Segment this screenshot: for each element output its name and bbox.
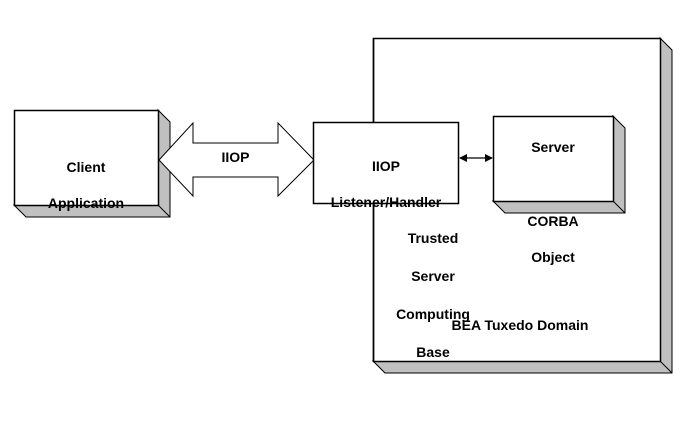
client-box[interactable]	[12, 108, 171, 218]
server-label-line2: Object	[531, 249, 575, 265]
client-label-line2: Application	[47, 195, 125, 211]
trusted-base-line4: Base	[416, 344, 450, 360]
arrowhead-right-icon	[485, 154, 493, 162]
client-label-line1: Client	[66, 159, 106, 175]
listener-label-line2: Listener/Handler	[330, 194, 442, 210]
server-label-line1: CORBA	[527, 213, 579, 229]
client-label: Client Application	[14, 140, 158, 230]
listener-box[interactable]	[312, 121, 460, 205]
listener-label-line1: IIOP	[371, 158, 400, 174]
trusted-base-line3: Computing	[396, 306, 470, 322]
trusted-base-line2: Server	[411, 268, 455, 284]
trusted-base-line1: Trusted	[407, 230, 459, 246]
trusted-base-label: Trusted Server Computing Base	[383, 210, 483, 381]
server-box[interactable]	[491, 114, 626, 214]
iiop-label: IIOP	[221, 149, 250, 165]
server-title: Server	[531, 139, 575, 155]
client-box-face	[13, 109, 160, 207]
listener-server-connector	[459, 154, 493, 162]
domain-label: BEA Tuxedo Domain	[451, 317, 589, 333]
listener-label: IIOP Listener/Handler	[313, 139, 459, 229]
server-box-face	[492, 115, 615, 203]
arrowhead-left-icon	[459, 154, 467, 162]
server-label: Server CORBA Object	[493, 120, 613, 284]
